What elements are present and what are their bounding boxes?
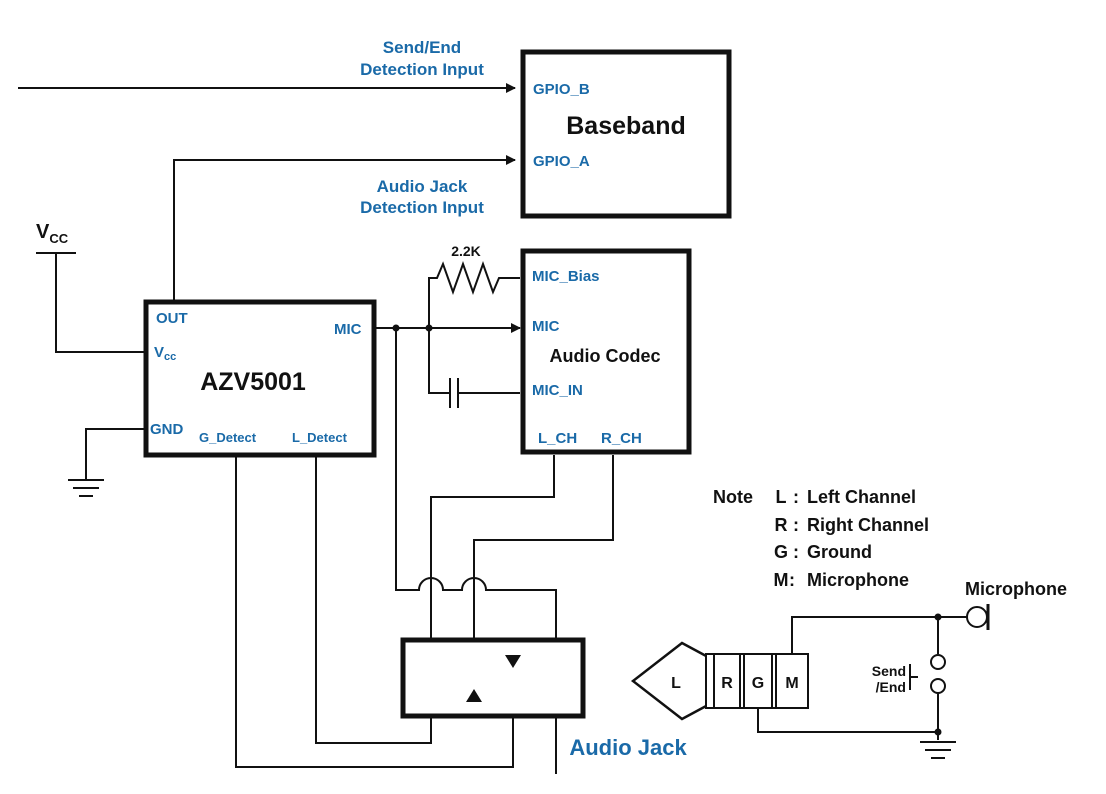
- svg-text::: :: [793, 515, 799, 535]
- plug-m-ring: [775, 653, 809, 709]
- jack-pin-r-bottom: [466, 689, 482, 702]
- plug-g-label: G: [752, 675, 764, 692]
- note-key: M: [774, 570, 789, 590]
- azv-l-detect-pin: L_Detect: [292, 430, 348, 445]
- note-key: L: [776, 487, 787, 507]
- svg-text::: :: [789, 570, 795, 590]
- resistor-label: 2.2K: [451, 243, 481, 259]
- g-detect-wire: [235, 455, 518, 768]
- codec-l-ch-pin: L_CH: [538, 430, 577, 447]
- gpio-b-pin: GPIO_B: [533, 81, 590, 98]
- note-value: Ground: [807, 542, 872, 562]
- r-ch-wire: [469, 455, 614, 663]
- microphone-label: Microphone: [965, 579, 1067, 599]
- azv-out-pin: OUT: [156, 310, 188, 327]
- plug-m-label: M: [785, 675, 798, 692]
- audio-jack-label: Audio Jack: [569, 735, 687, 760]
- plug-r-label: R: [721, 675, 733, 692]
- note-key: R: [775, 515, 788, 535]
- send-end-actuator: [909, 664, 918, 690]
- l-ch-wire: [426, 455, 555, 663]
- codec-mic-in-pin: MIC_IN: [532, 382, 583, 399]
- codec-mic-pin: MIC: [532, 318, 560, 335]
- svg-text::: :: [793, 487, 799, 507]
- mic-to-jack-wire: [395, 328, 557, 660]
- send-end-label-1: Send: [872, 663, 906, 679]
- baseband-title: Baseband: [566, 112, 685, 140]
- mic-line: [791, 616, 968, 654]
- codec-mic-bias-pin: MIC_Bias: [532, 268, 600, 285]
- send-end-label-2: Detection Input: [360, 60, 484, 79]
- codec-r-ch-pin: R_CH: [601, 430, 642, 447]
- l-detect-wire: [315, 455, 436, 744]
- note-key: G: [774, 542, 788, 562]
- audio-jack-detect-label-2: Detection Input: [360, 198, 484, 217]
- azv-gnd-pin: GND: [150, 421, 184, 438]
- azv5001-title: AZV5001: [200, 368, 306, 396]
- audio-codec-block: [520, 248, 692, 455]
- note-value: Microphone: [807, 570, 909, 590]
- audio-codec-title: Audio Codec: [550, 346, 661, 366]
- resistor-2-2k: [428, 261, 520, 328]
- audio-jack-block: [400, 637, 586, 719]
- plug-ring-sep: [705, 653, 715, 709]
- note-value: Left Channel: [807, 487, 916, 507]
- gpio-a-pin: GPIO_A: [533, 153, 590, 170]
- plug-tip: [630, 641, 709, 721]
- note-heading: Note: [713, 487, 753, 507]
- microphone-symbol: [966, 606, 988, 628]
- send-end-label-2: /End: [876, 679, 906, 695]
- azv-vcc-pin: Vcc: [154, 344, 176, 363]
- ground-line: [757, 708, 938, 733]
- cap-wire-left: [428, 328, 450, 394]
- vcc-supply-label: VCC: [36, 221, 69, 246]
- baseband-block: [520, 49, 732, 219]
- audio-jack-detect-wire: [173, 155, 516, 302]
- audio-jack-detect-label-1: Audio Jack: [377, 177, 468, 196]
- jack-pin-g-top: [505, 655, 521, 668]
- azv5001-block: [143, 299, 377, 458]
- gnd-wire: [85, 428, 146, 480]
- svg-text::: :: [793, 542, 799, 562]
- send-end-label-1: Send/End: [383, 38, 461, 57]
- vcc-wire: [55, 253, 146, 353]
- note-legend: L : Left Channel R : Right Channel G : G…: [774, 487, 930, 590]
- note-value: Right Channel: [807, 515, 929, 535]
- azv-mic-pin: MIC: [334, 321, 362, 338]
- plug-l-label: L: [671, 675, 681, 692]
- send-end-switch: [930, 654, 946, 670]
- azv-g-detect-pin: G_Detect: [199, 430, 257, 445]
